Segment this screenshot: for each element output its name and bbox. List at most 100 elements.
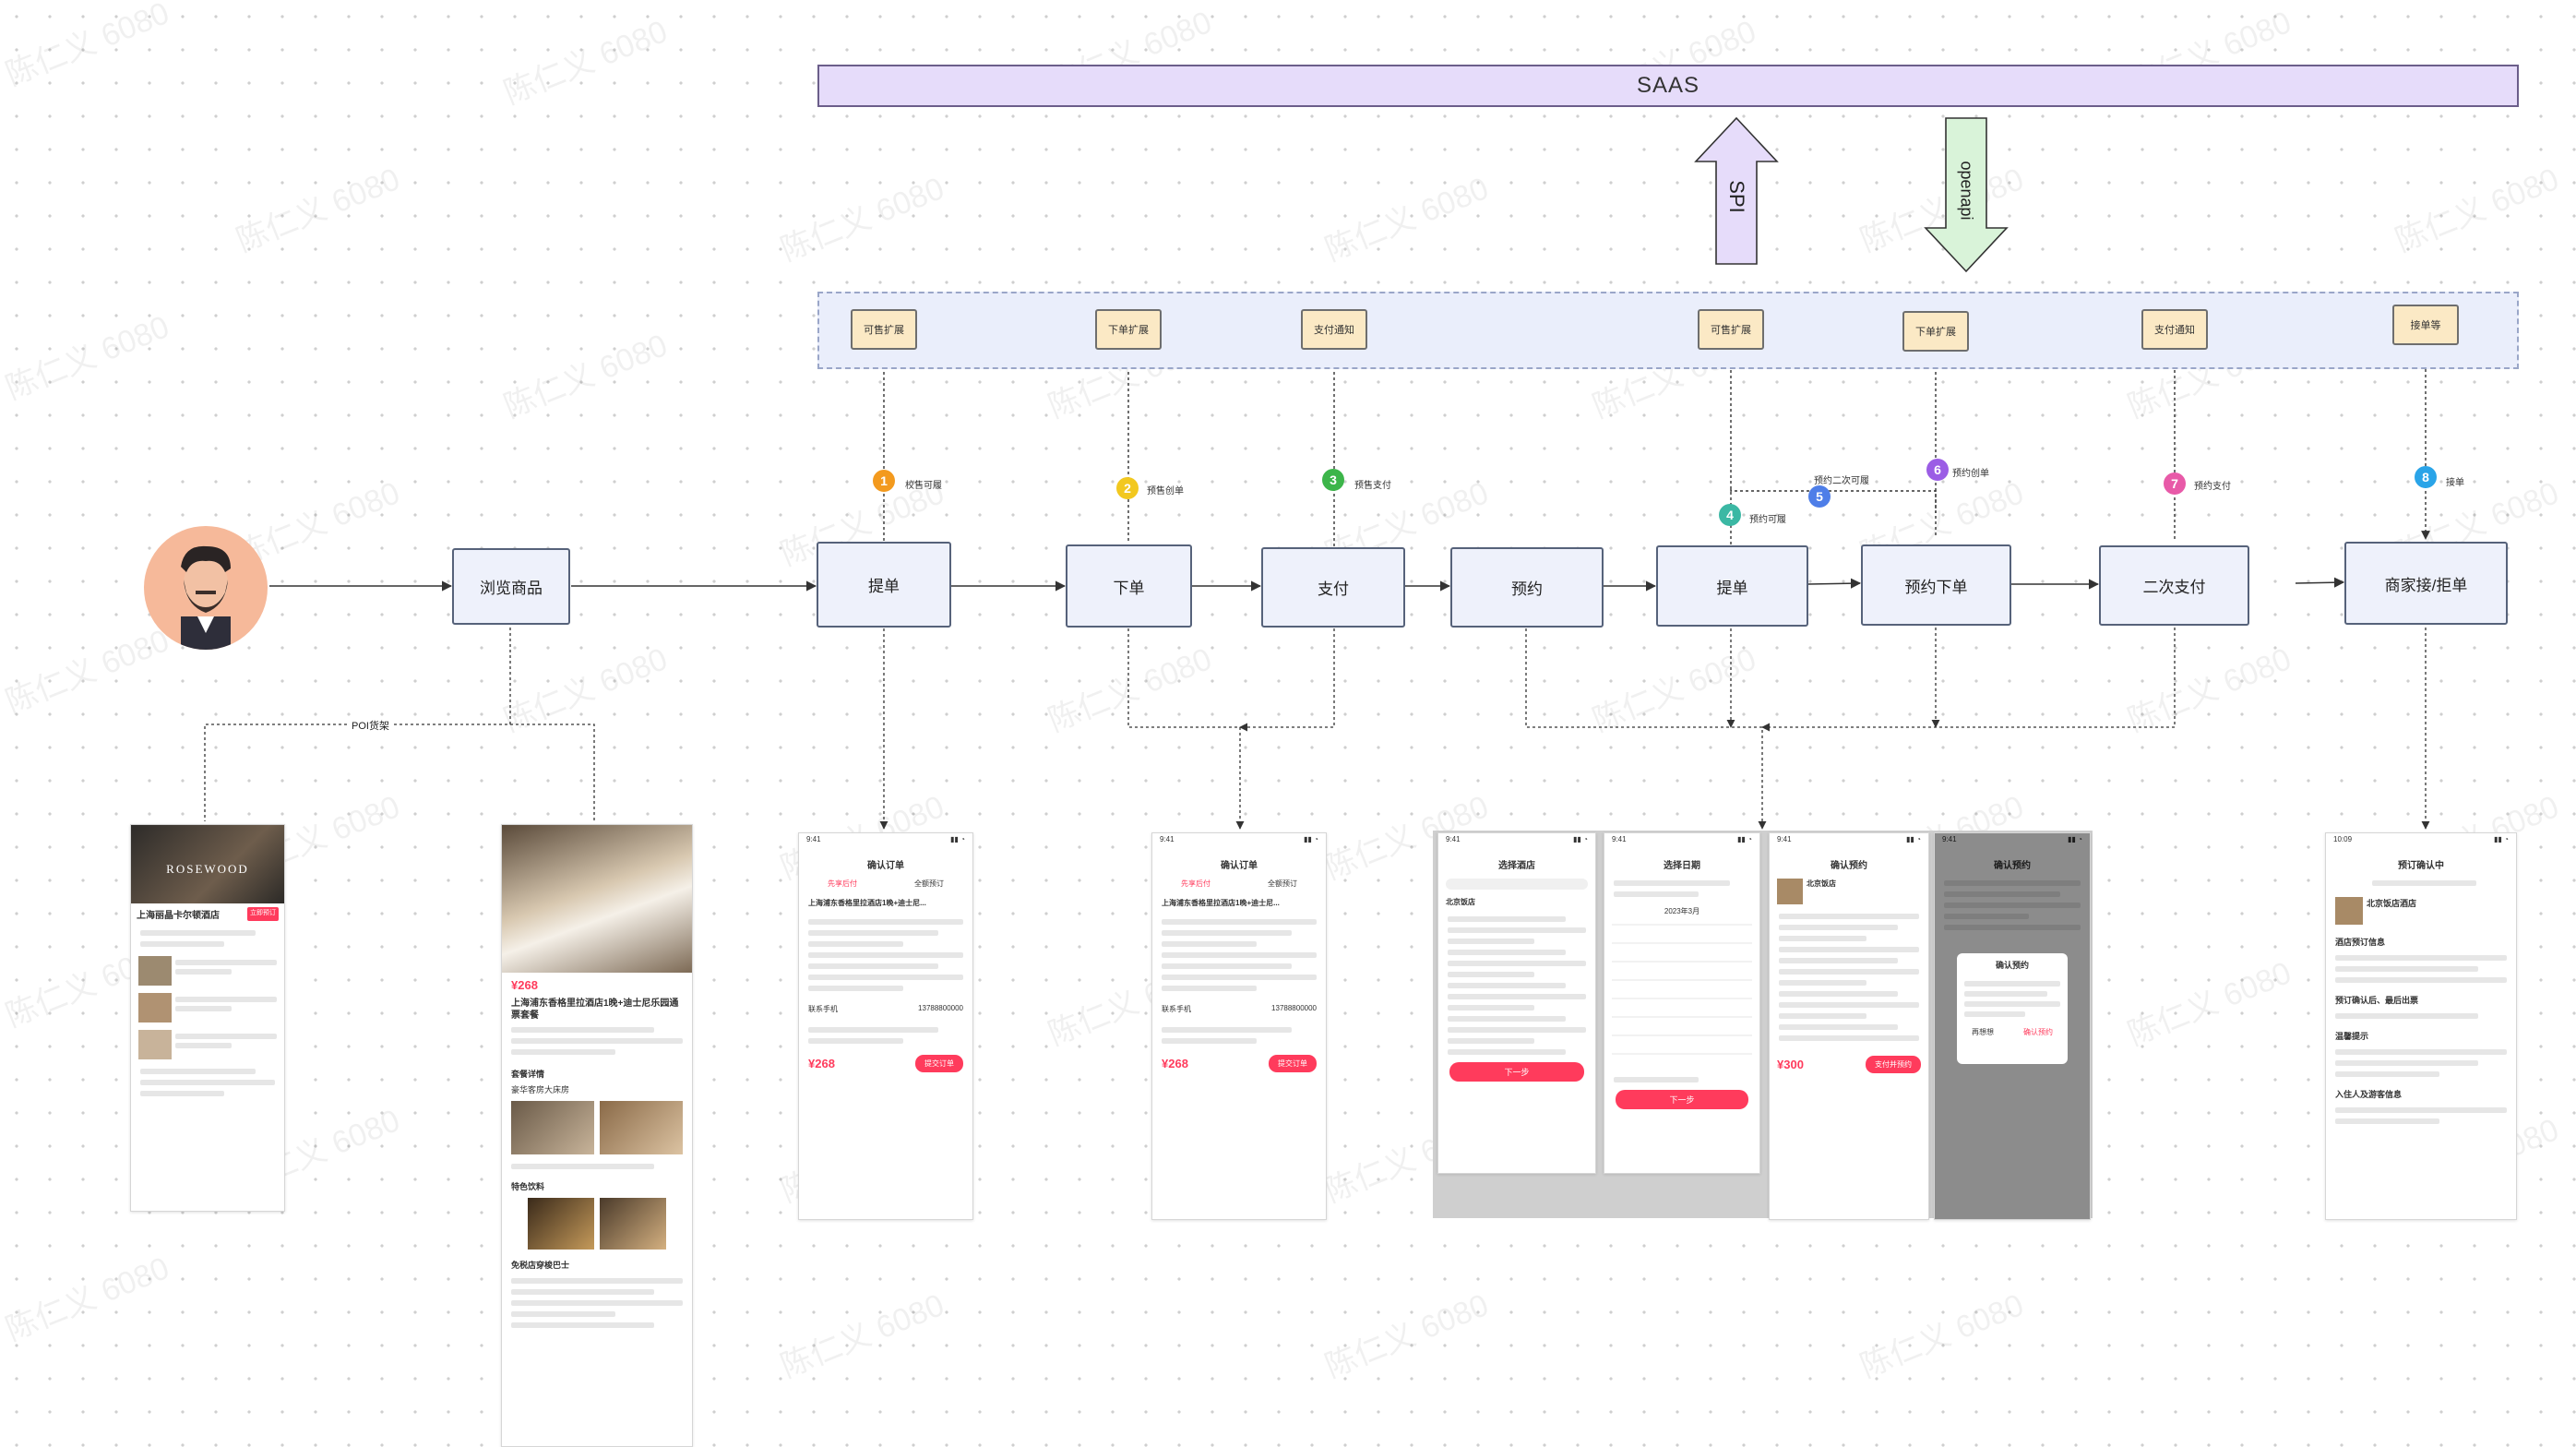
dialog-confirm-button[interactable]: 确认预约: [2023, 1028, 2053, 1036]
text-line: [1779, 914, 1919, 919]
screen-confirm-order[interactable]: 9:41▮▮ ◔ 确认订单 先享后付 全额预订 上海浦东香格里拉酒店1晚+迪士尼…: [798, 832, 973, 1220]
screen-hotel-list[interactable]: ROSEWOOD 上海丽晶卡尔顿酒店 立即预订: [130, 824, 285, 1212]
text-line: [2335, 1107, 2507, 1113]
text-line: [1779, 947, 1919, 952]
screen-title: 确认订单: [867, 861, 904, 871]
text-line: [2335, 955, 2507, 961]
phone-value[interactable]: 13788800000: [918, 1004, 963, 1012]
text-line: [1779, 969, 1919, 975]
screen-select-hotel[interactable]: 9:41▮▮ ◔ 选择酒店 北京饭店 下一步: [1437, 832, 1596, 1174]
flow-edge: [1807, 578, 1862, 589]
text-line: [140, 1080, 275, 1085]
text-line: [1162, 930, 1292, 936]
ext-box[interactable]: 可售扩展: [851, 309, 917, 350]
text-line: [1448, 1027, 1586, 1033]
submit-order-button[interactable]: 提交订单: [1269, 1055, 1317, 1072]
tab-full-pay[interactable]: 全额预订: [914, 879, 944, 888]
step-label: 预约创单: [1952, 469, 1989, 479]
text-line: [1448, 972, 1534, 977]
step-badge: 4: [1719, 504, 1741, 526]
text-line: [1448, 1038, 1534, 1044]
text-line: [1614, 1077, 1699, 1082]
pay-reserve-button[interactable]: 支付并预约: [1866, 1056, 1921, 1073]
node-reserve-order[interactable]: 预约下单: [1861, 544, 2011, 626]
node-reserve[interactable]: 预约: [1450, 547, 1604, 628]
step-label: 接单: [2446, 478, 2464, 488]
poi-label: POI货架: [349, 718, 392, 733]
text-line: [1779, 991, 1898, 997]
submit-order-button[interactable]: 提交订单: [915, 1055, 963, 1072]
node-order[interactable]: 下单: [1066, 544, 1192, 628]
node-merchant-accept[interactable]: 商家接/拒单: [2344, 542, 2508, 625]
text-line: [808, 1038, 904, 1044]
text-line: [1964, 1001, 2060, 1007]
hotel-thumb: [1777, 879, 1803, 904]
ext-box[interactable]: 下单扩展: [1902, 311, 1969, 352]
tab-pay-later[interactable]: 先享后付: [1181, 879, 1210, 888]
screen-select-date[interactable]: 9:41▮▮ ◔ 选择日期 2023年3月 下一步: [1604, 832, 1760, 1174]
section-title: 入住人及游客信息: [2335, 1090, 2403, 1099]
step-badge: 7: [2164, 472, 2186, 495]
flow-edge: [2295, 577, 2345, 588]
text-line: [2335, 1118, 2440, 1124]
step-badge: 6: [1926, 459, 1949, 481]
phone-value[interactable]: 13788800000: [1271, 1004, 1317, 1012]
node-second-pay[interactable]: 二次支付: [2099, 545, 2249, 626]
step-label: 校售可履: [905, 481, 942, 491]
food-thumb: [528, 1198, 594, 1250]
text-line: [175, 997, 277, 1002]
room-thumb: [138, 993, 172, 1022]
text-line: [1944, 914, 2030, 919]
saas-bar[interactable]: SAAS: [817, 65, 2519, 107]
screen-confirm-reservation[interactable]: 9:41▮▮ ◔ 确认预约 北京饭店 ¥300 支付并预约: [1769, 832, 1929, 1220]
ext-box[interactable]: 接单等: [2392, 305, 2459, 345]
text-line: [1162, 919, 1317, 925]
text-line: [1944, 903, 2081, 908]
screen-confirm-dialog[interactable]: 9:41▮▮ ◔ 确认预约 确认预约 再想想 确认预约: [1934, 832, 2091, 1220]
dialog-cancel-button[interactable]: 再想想: [1972, 1028, 1994, 1036]
section-title: 酒店预订信息: [2335, 938, 2386, 947]
screen-pending-confirm[interactable]: 10:09▮▮ ◔ 预订确认中 北京饭店酒店 酒店预订信息 预订确认后、最后出票…: [2325, 832, 2517, 1220]
user-avatar: [144, 526, 268, 650]
step-badge: 2: [1116, 477, 1139, 499]
text-line: [808, 986, 904, 991]
text-line: [1944, 880, 2081, 886]
ext-box[interactable]: 支付通知: [1301, 309, 1367, 350]
next-button[interactable]: 下一步: [1616, 1090, 1748, 1109]
text-line: [2335, 966, 2478, 972]
ext-box[interactable]: 支付通知: [2141, 309, 2208, 350]
text-line: [1779, 958, 1898, 963]
calendar-grid[interactable]: [1612, 924, 1752, 1071]
text-line: [1964, 991, 2047, 997]
tab-full-pay[interactable]: 全额预订: [1268, 879, 1297, 888]
spi-label: SPI: [1725, 180, 1748, 213]
ext-box[interactable]: 下单扩展: [1095, 309, 1162, 350]
text-line: [511, 1049, 616, 1055]
node-submit-2[interactable]: 提单: [1656, 545, 1808, 627]
next-button[interactable]: 下一步: [1449, 1062, 1584, 1082]
text-line: [1162, 986, 1258, 991]
reservation-price: ¥300: [1777, 1058, 1804, 1071]
package-price: ¥268: [511, 978, 538, 992]
section-title: 预订确认后、最后出票: [2335, 996, 2419, 1005]
status-bar: 10:09▮▮ ◔: [2333, 835, 2509, 843]
tab-pay-later[interactable]: 先享后付: [828, 879, 857, 888]
ext-box[interactable]: 可售扩展: [1698, 309, 1764, 350]
node-submit[interactable]: 提单: [817, 542, 951, 628]
node-pay[interactable]: 支付: [1261, 547, 1405, 628]
text-line: [511, 1164, 654, 1169]
calendar-month: 2023年3月: [1664, 907, 1700, 915]
text-line: [1448, 1049, 1566, 1055]
screen-package-detail[interactable]: ¥268 上海浦东香格里拉酒店1晚+迪士尼乐园通票套餐 套餐详情 豪华客房大床房…: [501, 824, 693, 1447]
room-thumb: [600, 1101, 683, 1154]
hotel-item[interactable]: 北京饭店: [1446, 898, 1475, 906]
node-browse[interactable]: 浏览商品: [452, 548, 570, 625]
text-line: [1162, 1027, 1292, 1033]
text-line: [1162, 963, 1292, 969]
search-input[interactable]: [1446, 879, 1588, 890]
text-line: [1448, 994, 1586, 999]
screen-title: 选择酒店: [1498, 861, 1535, 871]
screen-confirm-order-2[interactable]: 9:41▮▮ ◔ 确认订单 先享后付 全额预订 上海浦东香格里拉酒店1晚+迪士尼…: [1151, 832, 1327, 1220]
book-tag[interactable]: 立即预订: [247, 907, 279, 921]
